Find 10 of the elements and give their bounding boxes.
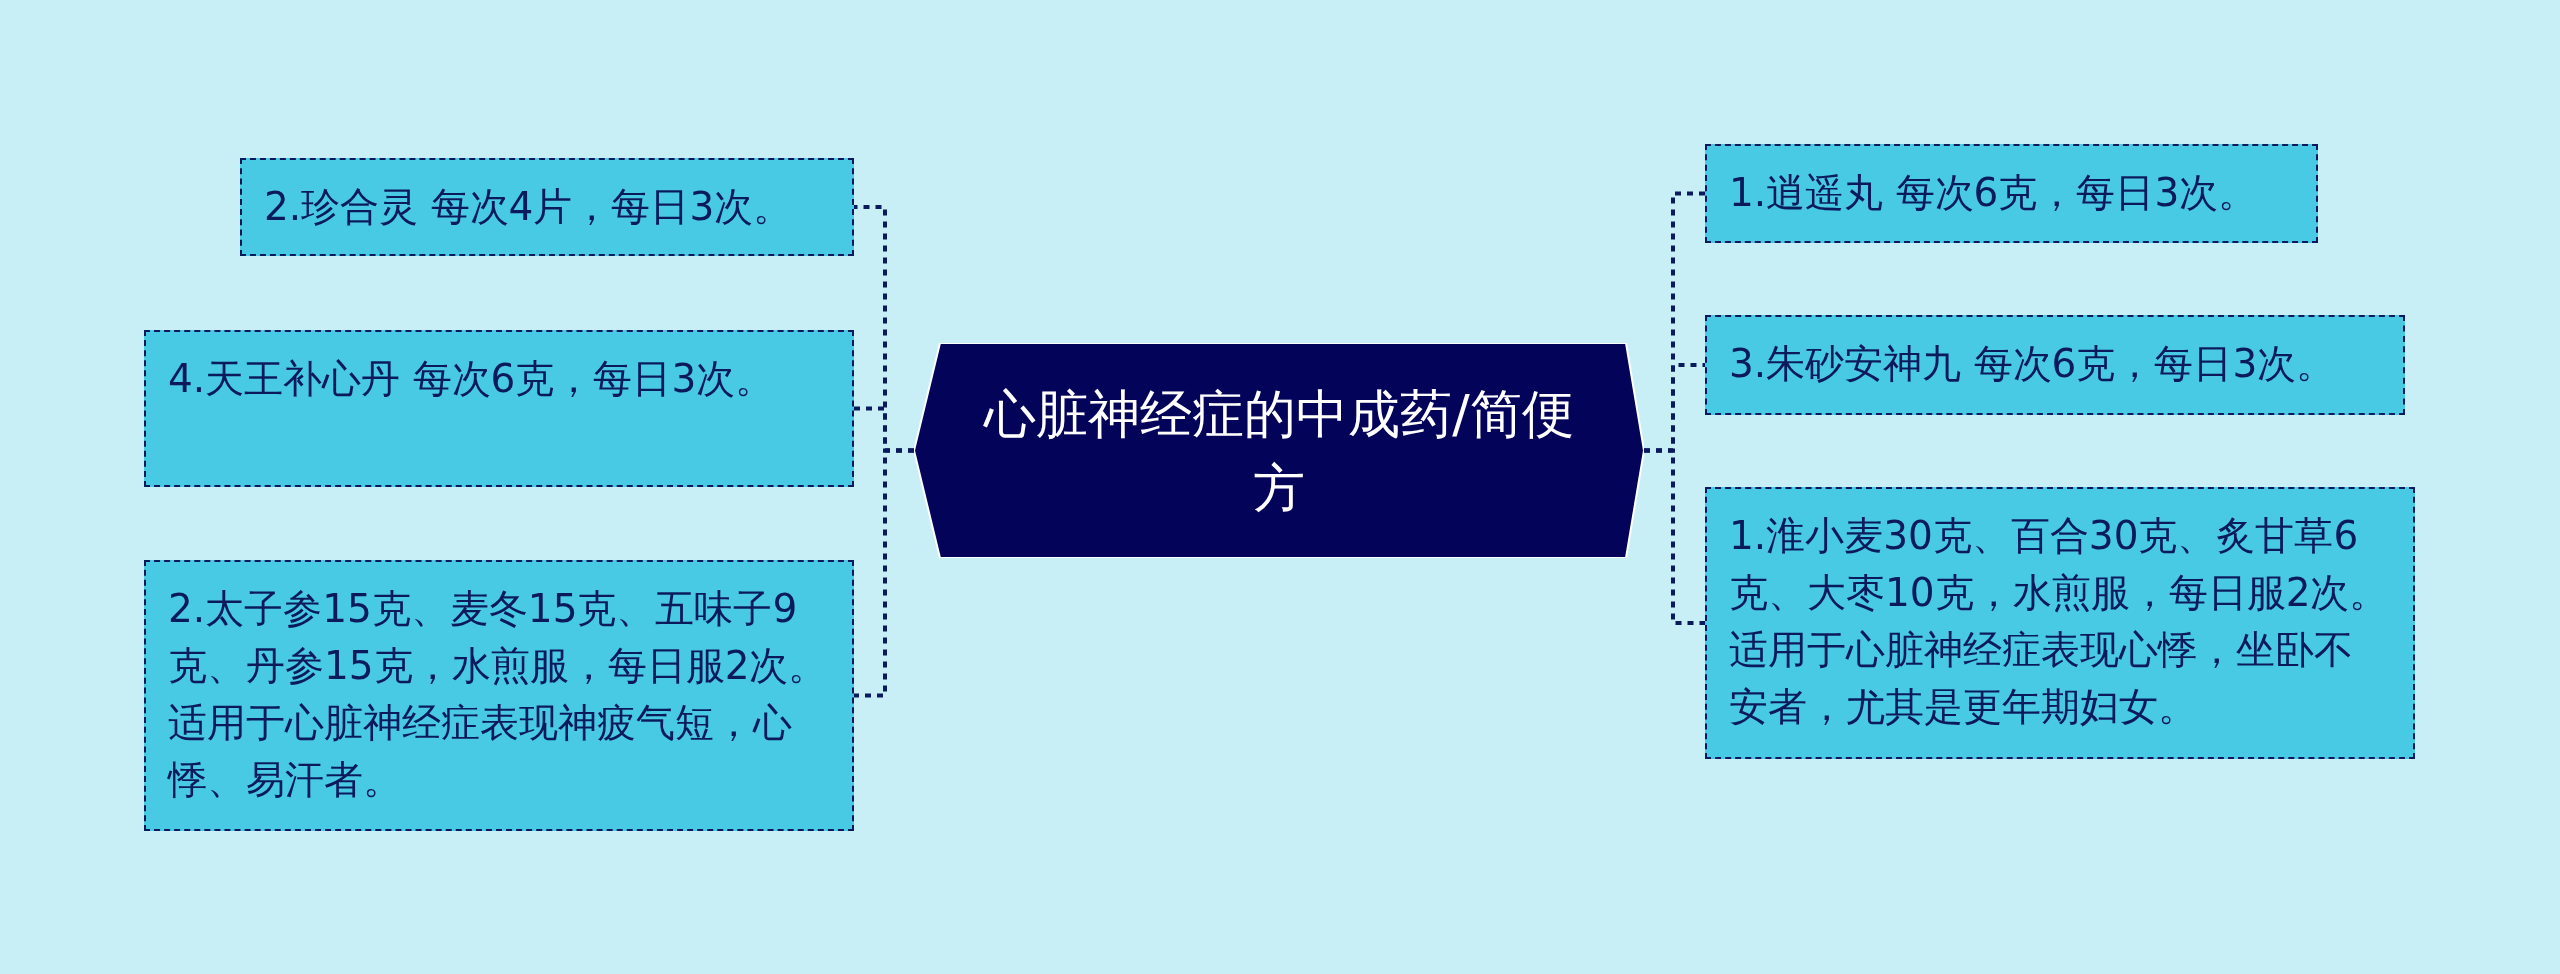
subtopic-box: 4.天王补心丹 每次6克，每日3次。 xyxy=(144,330,854,487)
topic-title: 心脏神经症的中成药/简便方 xyxy=(982,382,1575,520)
subtopic-box: 1.逍遥丸 每次6克，每日3次。 xyxy=(1705,144,2318,243)
connector-line xyxy=(854,448,914,698)
subtopic-box: 1.淮小麦30克、百合30克、炙甘草6克、大枣10克，水煎服，每日服2次。适用于心脏神经症表现心悸，坐卧不安者，尤其是更年期妇女。 xyxy=(1705,487,2415,759)
subtopic-box: 3.朱砂安神九 每次6克，每日3次。 xyxy=(1705,315,2405,415)
subtopic-box: 2.太子参15克、麦冬15克、五味子9克、丹参15克，水煎服，每日服2次。适用于心脏神经症表现神疲气短，心悸、易汗者。 xyxy=(144,560,854,831)
central-topic-hexagon xyxy=(914,343,1644,558)
subtopic-box: 2.珍合灵 每次4片，每日3次。 xyxy=(240,158,854,256)
connector-line xyxy=(1644,448,1705,625)
